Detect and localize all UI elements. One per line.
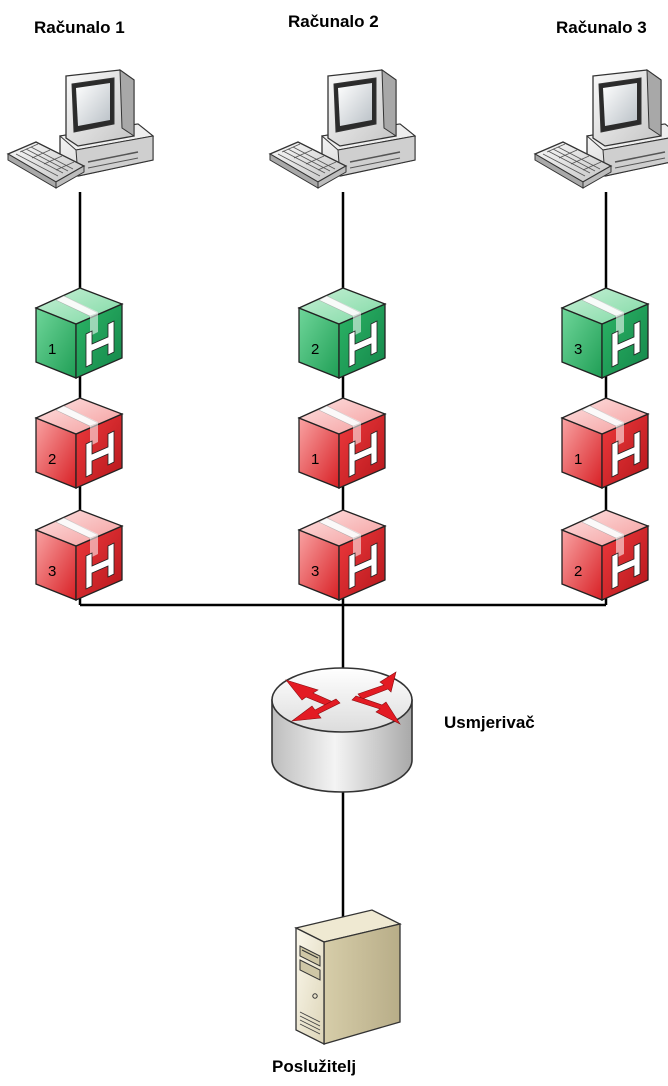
server-label: Poslužitelj [272,1057,357,1076]
computer-1-label: Računalo 1 [34,18,125,37]
packet-number: 1 [574,451,582,468]
packet-number: 2 [311,341,319,358]
packet-number: 2 [574,563,582,580]
computer-icon [534,69,668,189]
packet: 1 [560,397,650,489]
packet-number: 3 [48,563,56,580]
computer-2-label: Računalo 2 [288,12,379,31]
packet: 3 [297,509,387,601]
computer-3-label: Računalo 3 [556,18,647,37]
packet: 3 [560,287,650,379]
packet: 2 [297,287,387,379]
router-icon [271,667,413,793]
packets-layer: 1 2 3 2 1 3 3 1 2 [34,287,650,601]
packet-number: 3 [574,341,582,358]
packet: 2 [34,397,124,489]
computer-icon [269,69,416,189]
packet-number: 1 [311,451,319,468]
computer-icon [7,69,154,189]
server-icon [294,909,402,1046]
router-label: Usmjerivač [444,713,535,732]
packet: 1 [297,397,387,489]
packet: 1 [34,287,124,379]
packet-number: 1 [48,341,56,358]
packet-number: 3 [311,563,319,580]
packet: 3 [34,509,124,601]
packet-number: 2 [48,451,56,468]
packet: 2 [560,509,650,601]
